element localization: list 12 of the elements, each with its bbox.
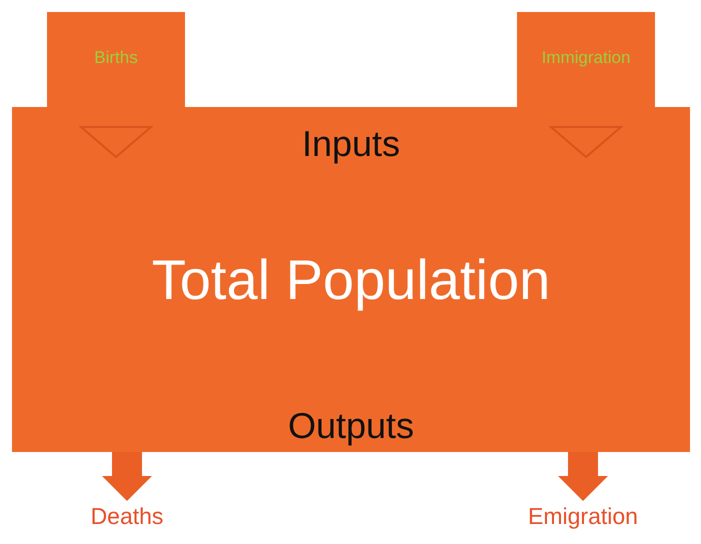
- output-label: Deaths: [90, 503, 164, 529]
- block-arrow: [558, 452, 608, 501]
- main-title: Total Population: [150, 247, 552, 312]
- block-arrow: [102, 452, 152, 501]
- input-box: [47, 12, 185, 107]
- section-heading: Outputs: [286, 405, 416, 447]
- input-label: Births: [94, 48, 138, 69]
- output-label: Emigration: [528, 503, 638, 529]
- population-box: [12, 107, 690, 452]
- input-box: [517, 12, 655, 107]
- input-label: Immigration: [542, 48, 630, 69]
- section-heading: Inputs: [300, 123, 402, 165]
